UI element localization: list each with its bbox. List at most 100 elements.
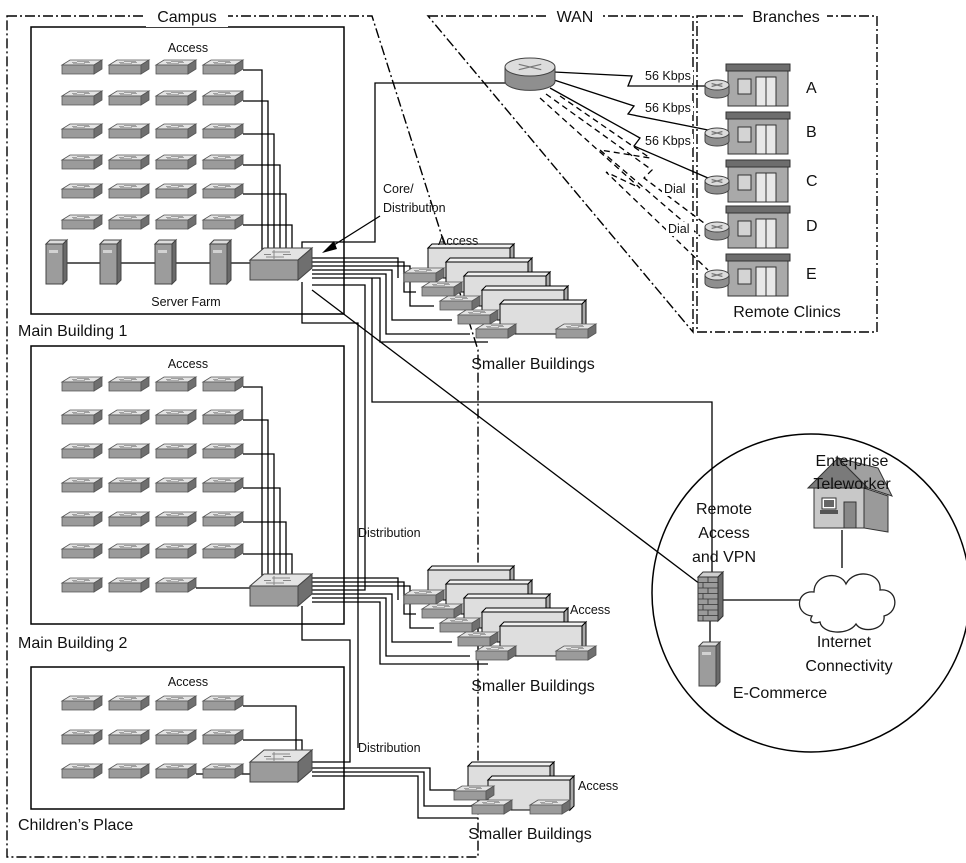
- access-switch-icon: [60, 376, 104, 392]
- distribution-trunks: [301, 278, 713, 748]
- wan-link-e-extra: [559, 95, 701, 237]
- cloud-icon: [798, 573, 896, 633]
- wan-link-c-label: 56 Kbps: [645, 134, 691, 148]
- access-switch-icon: [107, 763, 151, 779]
- branch-building-icon: [725, 63, 791, 107]
- access-switch-icon: [201, 183, 245, 199]
- access-switch-icon: [107, 511, 151, 527]
- access-switch-icon: [60, 477, 104, 493]
- access-switch-icon: [528, 799, 572, 815]
- wan-link-a: [553, 71, 708, 87]
- branch-d-label: D: [806, 218, 818, 235]
- access-switch-icon: [474, 323, 518, 339]
- access-switch-icon: [154, 409, 198, 425]
- access-switch-icon: [107, 409, 151, 425]
- branch-a-label: A: [806, 80, 817, 97]
- access-switch-icon: [60, 443, 104, 459]
- server-icon: [44, 238, 69, 286]
- access-switch-icon: [107, 376, 151, 392]
- wan-links: [539, 71, 709, 271]
- main-building-2-box: [30, 345, 345, 625]
- remote-access-line1: Remote: [696, 501, 752, 518]
- access-switch-icon: [60, 214, 104, 230]
- access-switch-icon: [154, 763, 198, 779]
- smaller-buildings-2-access-label: Access: [570, 603, 610, 617]
- access-switch-icon: [154, 183, 198, 199]
- childrens-distribution-label: Distribution: [358, 741, 421, 755]
- smaller-buildings-1-label: Smaller Buildings: [471, 356, 595, 373]
- access-switch-icon: [456, 631, 500, 647]
- access-switch-icon: [60, 543, 104, 559]
- access-switch-icon: [438, 617, 482, 633]
- access-switch-icon: [107, 729, 151, 745]
- remote-access-line3: and VPN: [692, 549, 756, 566]
- access-switch-icon: [154, 695, 198, 711]
- childrens-place-label: Children’s Place: [18, 817, 133, 834]
- teleworker-line1: Enterprise: [816, 453, 889, 470]
- branch-router-icon: [704, 175, 730, 195]
- access-switch-icon: [554, 323, 598, 339]
- access-switch-icon: [60, 763, 104, 779]
- access-switch-icon: [201, 763, 245, 779]
- access-switch-icon: [456, 309, 500, 325]
- access-switch-icon: [60, 154, 104, 170]
- access-switch-icon: [60, 577, 104, 593]
- wan-link-c: [549, 87, 709, 179]
- server-farm-label: Server Farm: [151, 295, 220, 309]
- access-switch-icon: [107, 183, 151, 199]
- firewall-icon: [696, 570, 725, 623]
- core-switch-icon: [248, 748, 314, 784]
- access-switch-icon: [402, 589, 446, 605]
- access-switch-icon: [107, 90, 151, 106]
- access-switch-icon: [201, 695, 245, 711]
- wan-link-a-label: 56 Kbps: [645, 69, 691, 83]
- access-switch-icon: [107, 154, 151, 170]
- access-switch-icon: [554, 645, 598, 661]
- access-switch-icon: [60, 511, 104, 527]
- branches-label: Branches: [752, 9, 820, 26]
- access-switch-icon: [107, 214, 151, 230]
- branch-building-icon: [725, 111, 791, 155]
- wan-link-b-label: 56 Kbps: [645, 101, 691, 115]
- access-switch-icon: [402, 267, 446, 283]
- access-switch-icon: [201, 477, 245, 493]
- access-switch-icon: [154, 511, 198, 527]
- campus-label: Campus: [157, 9, 217, 26]
- access-switch-icon: [60, 59, 104, 75]
- access-switch-icon: [60, 123, 104, 139]
- core-label-line2: Distribution: [383, 201, 446, 215]
- mb1-access-label: Access: [168, 41, 208, 55]
- wan-link-b: [553, 79, 709, 131]
- wan-link-d-label: Dial: [664, 182, 686, 196]
- core-to-wan-router-link: [301, 82, 507, 250]
- wan-router-icon: [504, 57, 556, 91]
- access-switch-icon: [107, 695, 151, 711]
- access-switch-icon: [154, 90, 198, 106]
- access-switch-icon: [154, 123, 198, 139]
- access-switch-icon: [107, 543, 151, 559]
- access-switch-icon: [154, 376, 198, 392]
- main-building-2-label: Main Building 2: [18, 635, 128, 652]
- access-switch-icon: [60, 409, 104, 425]
- branch-router-icon: [704, 127, 730, 147]
- wan-link-e: [539, 97, 709, 271]
- access-switch-icon: [60, 695, 104, 711]
- remote-clinics-label: Remote Clinics: [733, 304, 841, 321]
- access-switch-icon: [107, 477, 151, 493]
- branch-router-icon: [704, 79, 730, 99]
- access-switch-icon: [107, 443, 151, 459]
- access-switch-icon: [201, 123, 245, 139]
- links: [62, 69, 843, 819]
- smaller-buildings-3-label: Smaller Buildings: [468, 826, 592, 843]
- mb2-access-label: Access: [168, 357, 208, 371]
- access-switch-icon: [420, 603, 464, 619]
- campus-labels: Access Server Farm Main Building 1 Core/…: [18, 41, 618, 843]
- access-switch-icon: [107, 577, 151, 593]
- access-switch-icon: [154, 214, 198, 230]
- internet-line1: Internet: [817, 634, 872, 651]
- wan-link-labels: 56 Kbps 56 Kbps 56 Kbps Dial Dial: [641, 69, 694, 236]
- wan-label: WAN: [557, 9, 594, 26]
- ecommerce-label: E-Commerce: [733, 685, 827, 702]
- branch-c-label: C: [806, 173, 818, 190]
- core-label-line1: Core/: [383, 182, 414, 196]
